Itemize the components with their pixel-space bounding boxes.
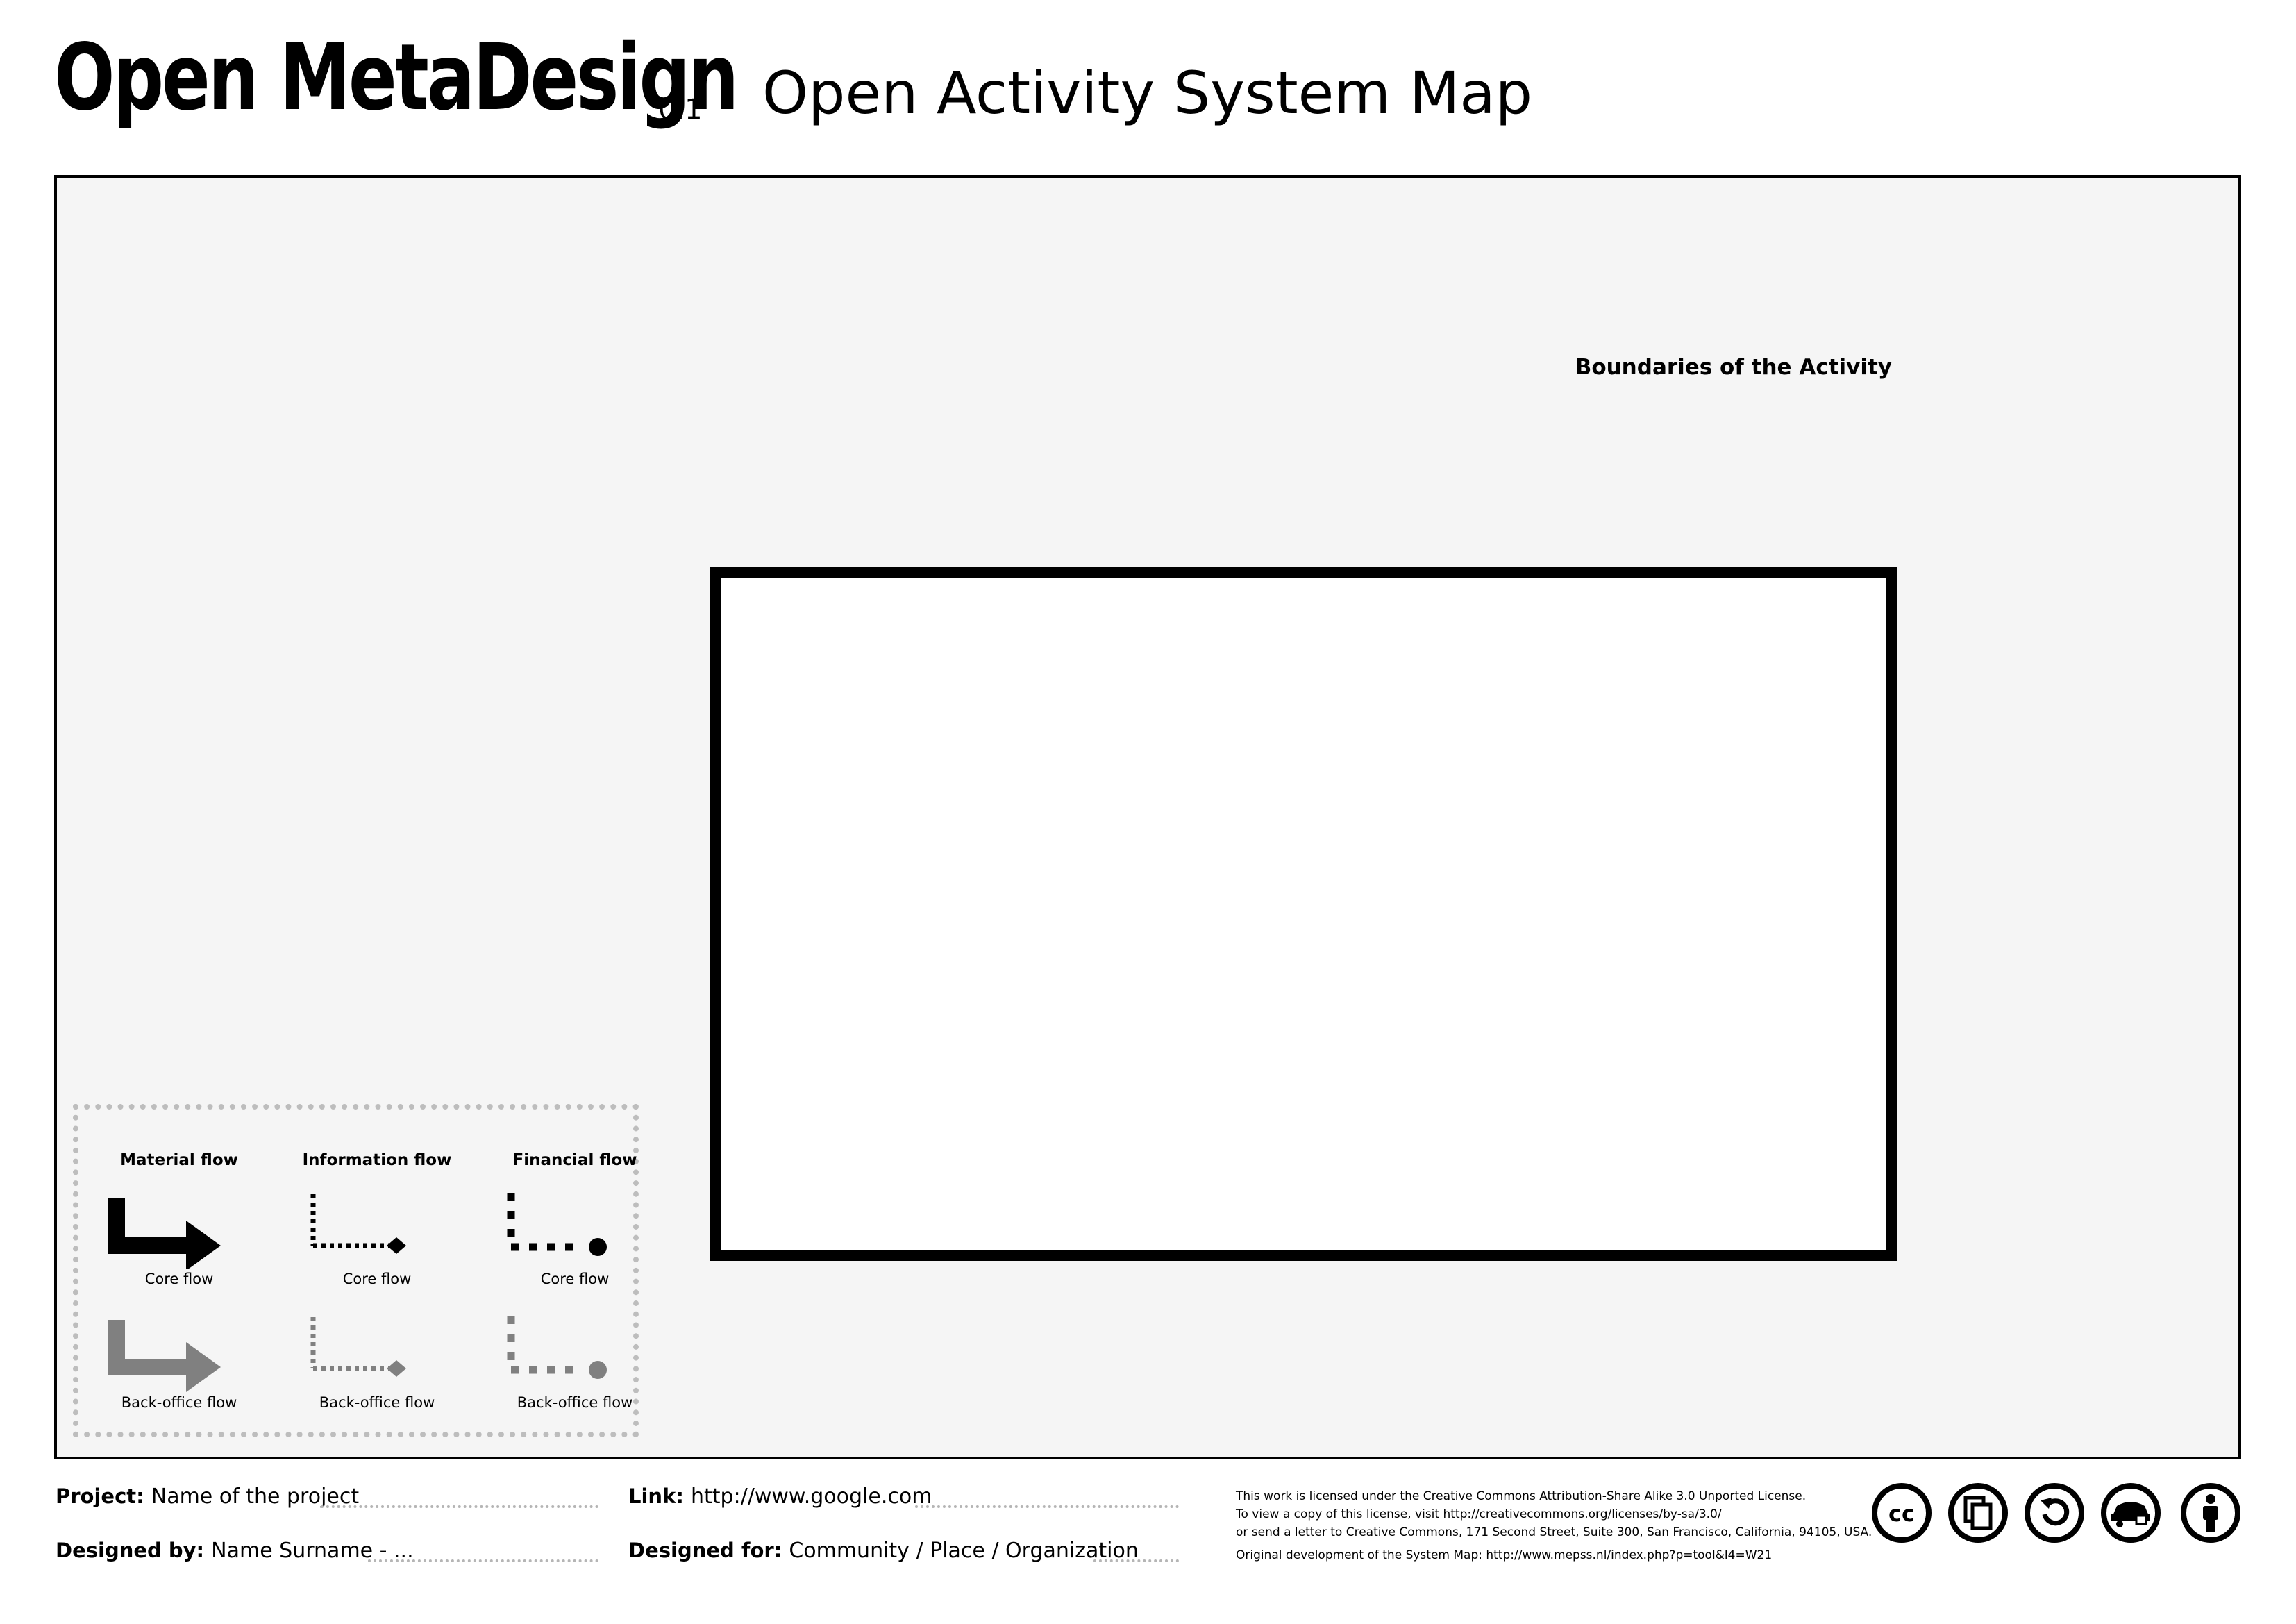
project-label: Project:	[56, 1484, 144, 1508]
page-title: Open Activity System Map	[762, 59, 1533, 127]
project-dotted-line	[321, 1505, 598, 1508]
designed-for-value[interactable]: Community / Place / Organization	[789, 1539, 1139, 1563]
version-label: 0.1	[658, 94, 703, 126]
legend-title-material: Material flow	[120, 1151, 238, 1169]
information-core-flow-icon	[310, 1194, 406, 1254]
cc-icon[interactable]: cc	[1871, 1482, 1932, 1543]
legend-title-financial: Financial flow	[512, 1151, 637, 1169]
designed-for-dotted-line	[1093, 1559, 1179, 1562]
financial-core-flow-icon	[507, 1193, 607, 1256]
license-line-1: This work is licensed under the Creative…	[1236, 1489, 1807, 1503]
license-text: This work is licensed under the Creative…	[1236, 1487, 1872, 1541]
share-alike-car-icon[interactable]	[2100, 1482, 2161, 1543]
designed-for-field[interactable]: Designed for: Community / Place / Organiz…	[628, 1539, 1139, 1563]
link-label: Link:	[628, 1484, 684, 1508]
designed-by-label: Designed by:	[56, 1539, 205, 1562]
legend-caption-material-core: Core flow	[144, 1271, 214, 1287]
legend-caption-financial-core: Core flow	[540, 1271, 610, 1287]
project-field[interactable]: Project: Name of the project	[56, 1484, 359, 1509]
brand-logo: Open MetaDesign	[54, 24, 739, 131]
link-field[interactable]: Link:http://www.google.com	[628, 1484, 932, 1509]
license-line-2[interactable]: To view a copy of this license, visit ht…	[1236, 1507, 1722, 1521]
material-core-flow-icon	[108, 1198, 221, 1269]
material-back-office-flow-icon	[108, 1320, 221, 1392]
designed-by-dotted-line	[368, 1559, 598, 1562]
legend-title-information: Information flow	[302, 1151, 452, 1169]
designed-for-label: Designed for:	[628, 1539, 782, 1562]
flow-legend: Material flow Information flow Financial…	[73, 1104, 639, 1437]
link-dotted-line	[915, 1505, 1179, 1508]
designed-by-value[interactable]: Name Surname - ...	[211, 1539, 414, 1563]
remix-icon[interactable]	[2024, 1482, 2085, 1543]
legend-caption-information-core: Core flow	[342, 1271, 412, 1287]
origin-credit[interactable]: Original development of the System Map: …	[1236, 1548, 1773, 1562]
legend-caption-financial-back: Back-office flow	[517, 1394, 633, 1411]
activity-boundary[interactable]	[710, 567, 1897, 1261]
attribution-icon[interactable]	[2180, 1482, 2241, 1543]
license-line-3: or send a letter to Creative Commons, 17…	[1236, 1525, 1872, 1539]
link-value[interactable]: http://www.google.com	[690, 1484, 932, 1509]
legend-caption-material-back: Back-office flow	[121, 1394, 237, 1411]
legend-caption-information-back: Back-office flow	[319, 1394, 435, 1411]
project-value[interactable]: Name of the project	[151, 1484, 360, 1509]
copy-icon[interactable]	[1947, 1482, 2009, 1543]
cc-icon-text: cc	[1888, 1500, 1915, 1527]
boundary-label: Boundaries of the Activity	[1575, 355, 1892, 380]
map-canvas: Boundaries of the Activity	[54, 175, 2241, 1459]
financial-back-office-flow-icon	[507, 1316, 607, 1379]
information-back-office-flow-icon	[310, 1317, 406, 1377]
designed-by-field[interactable]: Designed by: Name Surname - ...	[56, 1539, 414, 1563]
